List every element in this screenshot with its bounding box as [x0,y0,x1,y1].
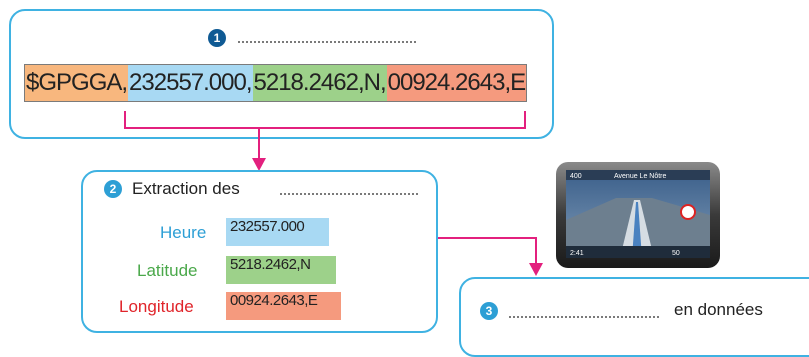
step3-suffix: en données [674,300,763,319]
heure-value: 232557.000 [226,218,329,246]
arrow-line-right [437,237,537,264]
step2-badge: 2 [104,180,122,198]
svg-text:50: 50 [672,250,680,257]
nmea-time: 232557.000, [128,65,253,101]
heure-label: Heure [160,223,207,242]
step1-blank [238,41,416,43]
gps-device-image: 400 Avenue Le Nôtre 2:41 50 [554,160,722,270]
step2-blank [280,193,418,195]
step3-badge: 3 [480,302,498,320]
arrow-head-right [529,263,543,276]
svg-text:400: 400 [570,173,582,180]
step1-badge: 1 [208,29,226,47]
longitude-label: Longitude [119,297,194,316]
latitude-value: 5218.2462,N [226,256,336,284]
latitude-label: Latitude [137,261,198,280]
nmea-header: $GPGGA, [25,65,128,101]
nmea-sentence: $GPGGA, 232557.000, 5218.2462,N, 00924.2… [24,64,528,102]
step3-blank [509,316,659,318]
svg-text:2:41: 2:41 [570,250,584,257]
nmea-latitude: 5218.2462,N, [252,65,387,101]
step2-title: Extraction des [132,179,240,198]
nmea-longitude: 00924.2643,E [386,65,526,101]
svg-text:Avenue Le Nôtre: Avenue Le Nôtre [614,173,667,180]
longitude-value: 00924.2643,E [226,292,341,320]
